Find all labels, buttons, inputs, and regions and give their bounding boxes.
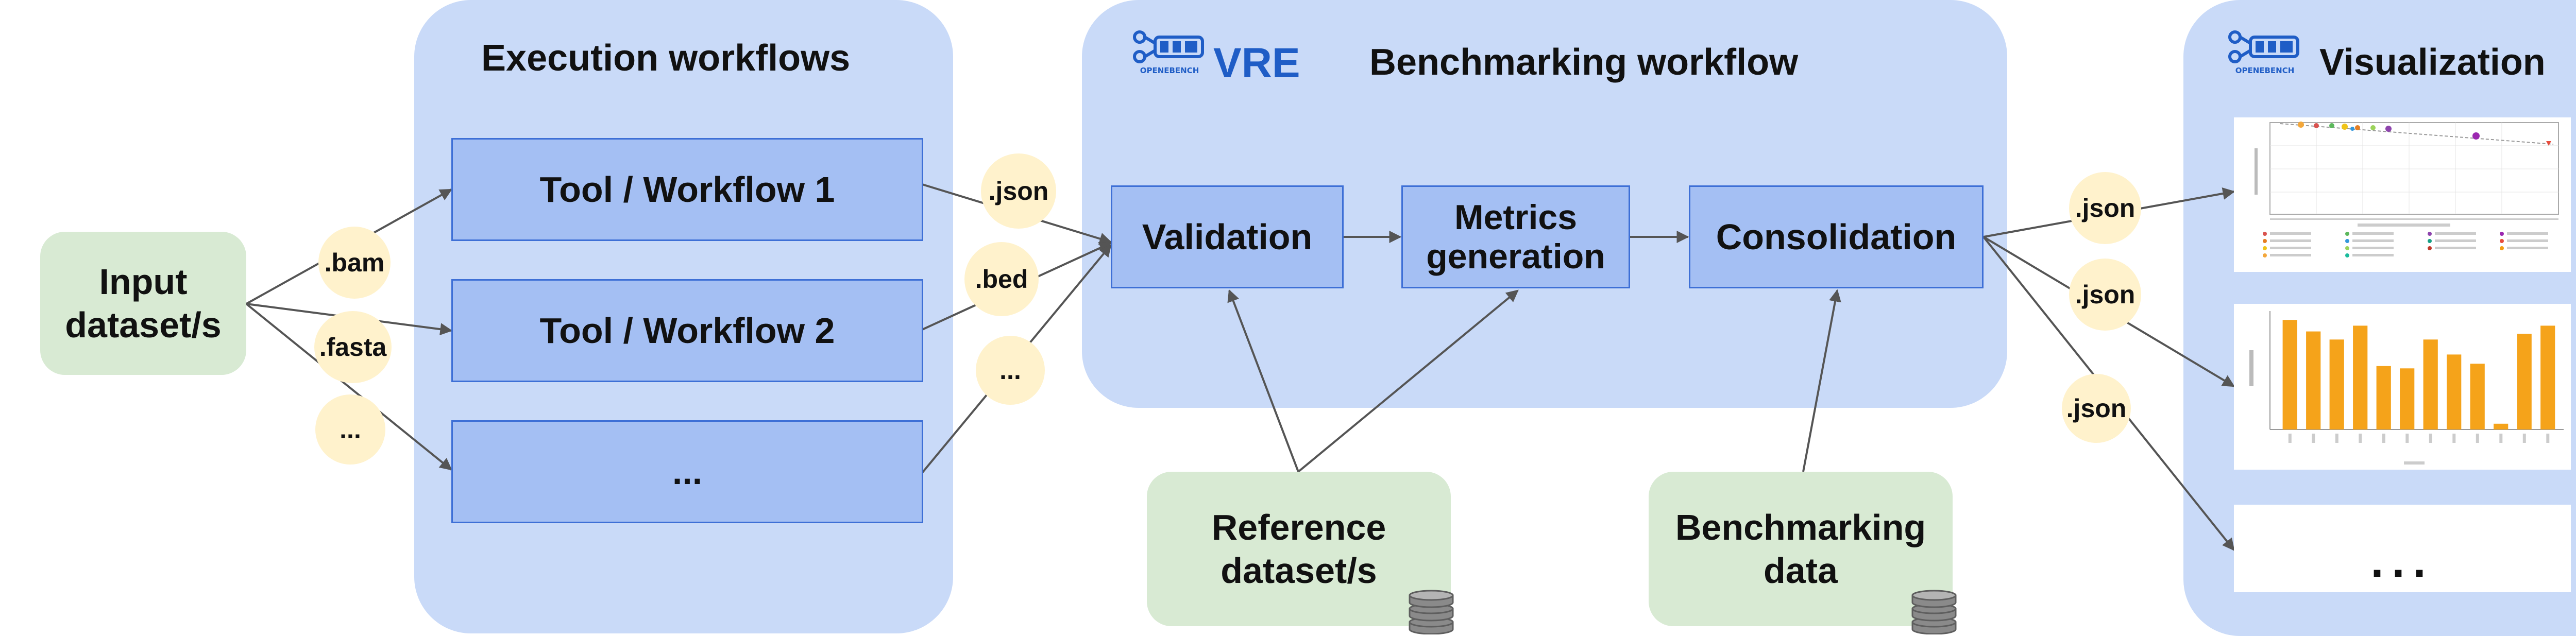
- bar-mark: [2400, 368, 2415, 429]
- bar-tick-label: [2405, 434, 2409, 443]
- reference-dataset-node: Reference dataset/s: [1147, 472, 1451, 626]
- bar-mark: [2470, 364, 2485, 429]
- arrow-input-tool3: [245, 303, 452, 471]
- bar-mark: [2423, 339, 2438, 429]
- scatter-plot-thumbnail: [2234, 117, 2571, 272]
- output-json-badge-1: .json: [2069, 172, 2141, 244]
- bar-mark: [2329, 339, 2344, 429]
- more-visualizations-label: ...: [2370, 536, 2434, 587]
- openebench-logo-caption: OPENEBENCH: [2235, 66, 2295, 75]
- bar-tick-label: [2288, 434, 2292, 443]
- bar-tick-label: [2499, 434, 2503, 443]
- bar-tick-label: [2359, 434, 2362, 443]
- bar-mark: [2376, 366, 2391, 429]
- bar-tick-label: [2452, 434, 2456, 443]
- output-json-badge-3: .json: [2062, 374, 2131, 443]
- openebench-logo-caption: OPENEBENCH: [1140, 66, 1199, 75]
- openebench-logo-icon: OPENEBENCH: [2228, 30, 2299, 75]
- output-json-badge-2: .json: [2069, 259, 2141, 331]
- bar-tick-label: [2546, 434, 2550, 443]
- bam-badge: .bam: [318, 227, 391, 299]
- tool-workflow-2-box: Tool / Workflow 2: [451, 279, 923, 382]
- bar-tick-label: [2476, 434, 2479, 443]
- bar-mark: [2306, 331, 2321, 429]
- bar-mark: [2282, 320, 2297, 429]
- input-dataset-node: Input dataset/s: [40, 232, 246, 375]
- tool-workflow-1-box: Tool / Workflow 1: [451, 138, 923, 241]
- input-more-badge: ...: [315, 394, 385, 465]
- database-icon: [1911, 590, 1957, 634]
- visualization-title: Visualization: [2319, 42, 2546, 83]
- arrow-reference-metrics: [1297, 289, 1519, 473]
- bar-mark: [2447, 354, 2462, 429]
- bar-mark: [2353, 325, 2368, 429]
- bar-chart-thumbnail: [2234, 304, 2571, 470]
- bar-tick-label: [2312, 434, 2315, 443]
- openebench-logo-icon: OPENEBENCH: [1133, 30, 1204, 75]
- bar-tick-label: [2382, 434, 2385, 443]
- bar-mark: [2540, 325, 2555, 429]
- consolidation-box: Consolidation: [1689, 185, 1984, 288]
- database-icon: [1409, 590, 1454, 634]
- json-badge: .json: [981, 153, 1056, 229]
- metrics-generation-box: Metrics generation: [1401, 185, 1630, 288]
- tool-workflow-more-box: ...: [451, 420, 923, 523]
- execution-workflows-title: Execution workflows: [481, 38, 851, 79]
- arrow-reference-validation: [1227, 289, 1299, 472]
- bar-tick-label: [2522, 434, 2526, 443]
- bar-tick-label: [2429, 434, 2432, 443]
- benchmarking-workflow-title: Benchmarking workflow: [1369, 42, 1799, 83]
- validation-box: Validation: [1111, 185, 1344, 288]
- fasta-badge: .fasta: [314, 311, 392, 383]
- bar-tick-label: [2335, 434, 2338, 443]
- more-visualizations-thumbnail: ...: [2234, 505, 2571, 592]
- bar-mark: [2494, 423, 2509, 429]
- benchmarking-data-node: Benchmarking data: [1649, 472, 1953, 626]
- bar-mark: [2517, 334, 2532, 429]
- bed-badge: .bed: [964, 242, 1039, 316]
- vre-label: VRE: [1213, 40, 1300, 87]
- arrow-benchmarking-data-consolidation: [1802, 289, 1841, 472]
- tool-more-badge: ...: [976, 336, 1045, 405]
